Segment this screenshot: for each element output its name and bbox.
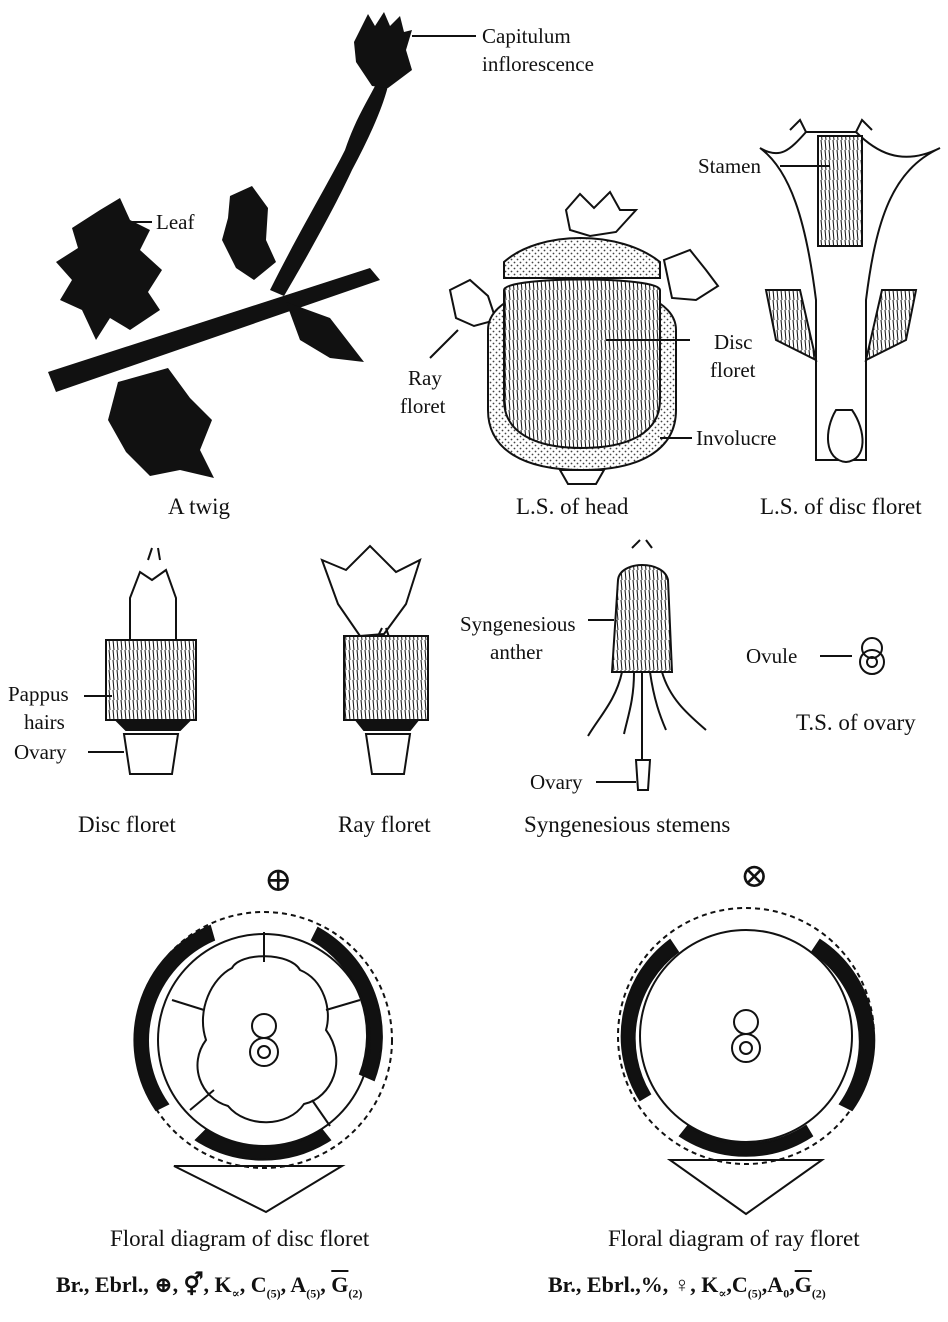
ovule-label: Ovule <box>746 642 797 670</box>
leaf-middle <box>222 186 276 280</box>
zygomorphic-symbol: ⊗ <box>740 862 769 892</box>
syngenesious-anther-label-line2: anther <box>490 638 542 666</box>
formula-sep: , <box>320 1272 331 1297</box>
formula-c: C <box>732 1272 748 1297</box>
floral-diagram-disc-drawing <box>134 912 392 1212</box>
pappus-hairs-label-line2: hairs <box>24 708 65 736</box>
capitulum-label-line2: inflorescence <box>482 50 594 78</box>
leaf-lower <box>108 368 214 478</box>
ray-floret-label-line2: floret <box>400 392 445 420</box>
stamens-caption: Syngenesious stemens <box>524 810 730 840</box>
head-ls-caption: L.S. of head <box>516 492 628 522</box>
ovary-ts-caption: T.S. of ovary <box>796 708 916 738</box>
twig-caption: A twig <box>168 492 230 522</box>
floral-diagram-ray-drawing <box>618 908 874 1214</box>
capitulum-head <box>354 12 412 88</box>
disc-floret-label-line2: floret <box>710 356 755 384</box>
disc-floret-caption: Disc floret <box>78 810 176 840</box>
ray-floret-label: Ray <box>408 364 442 392</box>
formula-sep: , <box>204 1272 215 1297</box>
formula-sep: , <box>281 1272 291 1297</box>
ovary-ts-drawing <box>820 638 884 674</box>
ray-floret-drawing <box>322 546 428 774</box>
leaf-upper <box>56 198 162 340</box>
actinomorphic-symbol: ⊕ <box>264 866 293 896</box>
formula-sep: , <box>240 1272 251 1297</box>
formula-prefix: Br., Ebrl.,%, <box>548 1272 674 1297</box>
formula-g-sub: (2) <box>348 1286 362 1300</box>
bisexual-icon: ⚥ <box>184 1272 204 1297</box>
disc-floret-ls-drawing <box>760 120 940 462</box>
formula-c-sub: (5) <box>748 1286 762 1300</box>
formula-k: K <box>701 1272 718 1297</box>
disc-floret-label: Disc <box>714 328 753 356</box>
leaf-right <box>286 302 364 362</box>
formula-c: C <box>251 1272 267 1297</box>
formula-g: G <box>331 1272 348 1297</box>
formula-sep: , <box>690 1272 701 1297</box>
head-ls-drawing <box>430 192 718 484</box>
formula-a: A <box>767 1272 783 1297</box>
formula-sep: , <box>173 1272 184 1297</box>
leaf-label: Leaf <box>156 208 194 236</box>
formula-k-sub: ∝ <box>232 1286 240 1300</box>
fd-ray-caption: Floral diagram of ray floret <box>608 1224 860 1254</box>
disc-floret-ls-caption: L.S. of disc floret <box>760 492 922 522</box>
stamens-ovary-label: Ovary <box>530 768 582 796</box>
formula-a: A <box>290 1272 306 1297</box>
fd-ray-formula: Br., Ebrl.,%, ♀, K∝,C(5),A0,G(2) <box>548 1270 826 1308</box>
formula-a-sub: (5) <box>306 1286 320 1300</box>
capitulum-label: Capitulum <box>482 22 571 50</box>
actinomorphic-icon: ⊕ <box>154 1272 172 1297</box>
fd-disc-formula: Br., Ebrl., ⊕, ⚥, K∝, C(5), A(5), G(2) <box>56 1270 362 1308</box>
ray-floret-caption: Ray floret <box>338 810 431 840</box>
stamens-drawing <box>588 540 706 790</box>
formula-c-sub: (5) <box>267 1286 281 1300</box>
formula-prefix: Br., Ebrl., <box>56 1272 154 1297</box>
fd-disc-caption: Floral diagram of disc floret <box>110 1224 369 1254</box>
involucre-label: Involucre <box>696 424 776 452</box>
syngenesious-anther-label: Syngenesious <box>460 610 576 638</box>
formula-g-sub: (2) <box>812 1286 826 1300</box>
formula-k: K <box>215 1272 232 1297</box>
disc-floret-drawing <box>84 548 196 774</box>
female-icon: ♀ <box>674 1272 691 1297</box>
pappus-hairs-label: Pappus <box>8 680 69 708</box>
formula-g: G <box>795 1272 812 1297</box>
ovary-label: Ovary <box>14 738 66 766</box>
stamen-label: Stamen <box>698 152 761 180</box>
